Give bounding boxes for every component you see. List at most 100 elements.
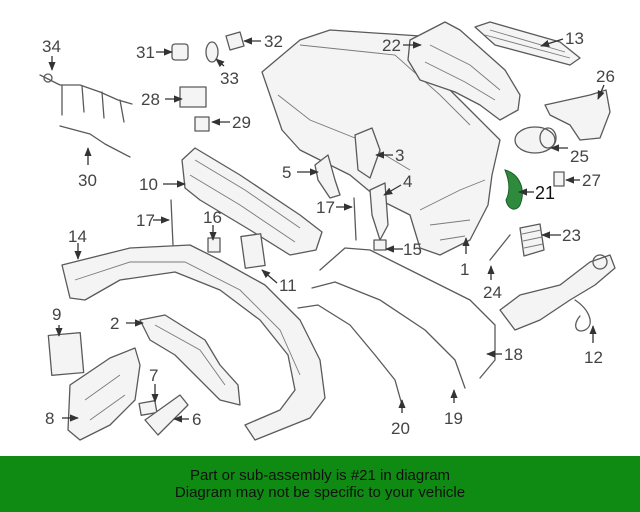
svg-text:16: 16 [203,208,222,227]
svg-text:20: 20 [391,419,410,438]
svg-text:34: 34 [42,37,61,56]
callout-3: 3 [375,146,404,165]
callout-25: 25 [550,144,589,166]
svg-text:1: 1 [460,260,469,279]
svg-text:17: 17 [136,211,155,230]
callout-17-left: 17 [136,211,170,230]
callout-14: 14 [68,227,87,260]
part-energy-absorber [139,314,241,406]
part-clip-7 [138,400,158,416]
callout-18: 18 [486,345,523,364]
exploded-parts-diagram: 1 2 3 4 5 6 7 8 9 10 11 12 [39,21,616,441]
callout-6: 6 [173,410,201,429]
part-reinforcement [181,147,323,256]
svg-text:13: 13 [565,29,584,48]
svg-text:30: 30 [78,171,97,190]
callout-17-right: 17 [316,198,353,217]
callout-21-highlighted: 21 [518,183,555,203]
svg-text:18: 18 [504,345,523,364]
svg-text:31: 31 [136,43,155,62]
callout-26: 26 [596,67,615,100]
part-cable-30 [59,125,131,158]
svg-text:25: 25 [570,147,589,166]
banner-line-part: Part or sub-assembly is #21 in diagram [189,467,451,484]
callout-5: 5 [282,163,319,182]
part-clip-27 [553,171,565,187]
callout-16: 16 [203,208,222,241]
svg-text:29: 29 [232,113,251,132]
part-info-banner: Part or sub-assembly is #21 in diagram D… [0,456,640,512]
banner-line-disclaimer: Diagram may not be specific to your vehi… [174,484,466,501]
callout-7: 7 [149,366,159,403]
part-plate-lamp [240,233,266,269]
svg-text:8: 8 [45,409,54,428]
svg-text:17: 17 [316,198,335,217]
callout-4: 4 [383,172,412,196]
part-sensor-housing [514,126,557,154]
callout-30: 30 [78,147,97,190]
part-sensor-31 [171,43,189,61]
part-ring-33 [205,41,219,63]
callout-28: 28 [141,90,183,109]
callout-31: 31 [136,43,173,62]
part-tow-hitch [499,254,616,332]
part-clip-29 [194,116,210,132]
svg-text:32: 32 [264,32,283,51]
svg-text:5: 5 [282,163,291,182]
part-trim-19 [311,281,466,389]
part-holder-32 [225,31,245,51]
part-upper-bracket [407,21,521,121]
svg-text:26: 26 [596,67,615,86]
svg-text:4: 4 [403,172,412,191]
part-trim-strip [474,21,581,66]
part-cover-28 [179,86,207,108]
callout-8: 8 [45,409,79,428]
callout-33: 33 [215,58,239,88]
callout-29: 29 [211,113,251,132]
svg-text:27: 27 [582,171,601,190]
part-pin-17-right [353,197,357,241]
callout-34: 34 [42,37,61,71]
svg-text:2: 2 [110,314,119,333]
callout-13: 13 [540,29,584,48]
svg-text:21: 21 [535,183,555,203]
svg-text:6: 6 [192,410,201,429]
svg-text:10: 10 [139,175,158,194]
callout-24: 24 [483,265,502,302]
svg-text:28: 28 [141,90,160,109]
callout-22: 22 [382,36,422,55]
part-trim-20 [297,304,403,406]
part-bracket-3 [354,127,381,179]
part-21-highlighted [504,169,523,210]
callout-15: 15 [385,240,422,259]
part-bracket-6 [144,394,189,436]
svg-text:3: 3 [395,146,404,165]
svg-text:15: 15 [403,240,422,259]
part-clip-15 [373,239,387,251]
callout-1: 1 [460,237,470,279]
part-rod-24 [489,234,511,261]
callout-20: 20 [391,399,410,438]
svg-text:22: 22 [382,36,401,55]
part-side-bracket-8 [67,347,141,441]
part-pin-17-left [170,199,174,246]
callout-10: 10 [139,175,186,194]
svg-text:12: 12 [584,348,603,367]
callout-2: 2 [110,314,144,333]
svg-text:23: 23 [562,226,581,245]
part-plate-9 [47,332,85,376]
svg-text:7: 7 [149,366,158,385]
svg-text:33: 33 [220,69,239,88]
callout-23: 23 [541,226,581,245]
svg-text:24: 24 [483,283,502,302]
callout-11: 11 [261,269,297,295]
svg-text:9: 9 [52,305,61,324]
part-bracket-5 [314,154,341,199]
part-grille [519,223,545,257]
svg-text:11: 11 [279,276,297,295]
callout-9: 9 [52,305,63,337]
svg-text:14: 14 [68,227,87,246]
part-bracket-16 [207,237,221,253]
part-side-bracket [544,89,611,141]
